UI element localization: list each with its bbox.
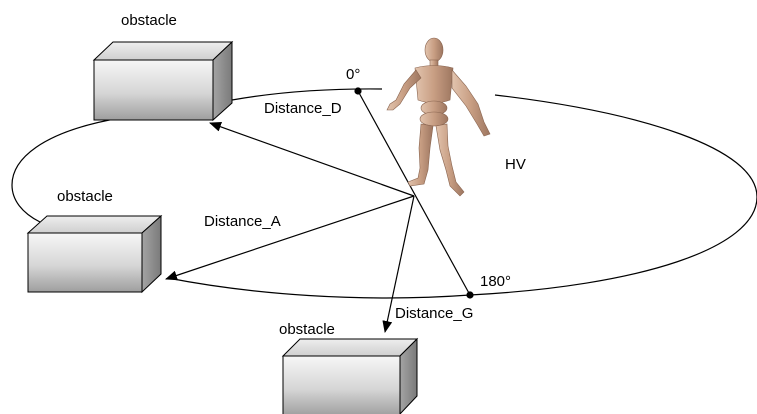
obstacle-box-top [92,40,234,122]
ellipse-arc-left [11,117,121,223]
ellipse-arc-right [469,94,757,296]
obstacle-box-left [26,214,163,294]
point-180-degrees [466,291,474,299]
point-0-degrees [354,87,362,95]
obstacle-box-bottom [281,337,419,414]
obstacle-top-label: obstacle [121,12,177,29]
angle-180-label: 180° [480,273,511,290]
obstacle-bottom-label: obstacle [279,321,335,338]
heading-axis-line [357,90,471,296]
hv-label: HV [505,156,526,173]
distance-g-label: Distance_G [395,305,473,322]
ellipse-arc-bottom [167,277,471,299]
obstacle-left-label: obstacle [57,188,113,205]
hv-person-figure [386,37,491,197]
distance-g-arrow [382,195,415,333]
ellipse-arc-top [231,88,383,101]
distance-a-arrow [165,195,415,281]
distance-d-arrow [209,121,415,197]
distance-arrows [165,121,415,333]
distance-d-label: Distance_D [264,100,342,117]
angle-0-label: 0° [346,66,360,83]
distance-a-label: Distance_A [204,213,281,230]
